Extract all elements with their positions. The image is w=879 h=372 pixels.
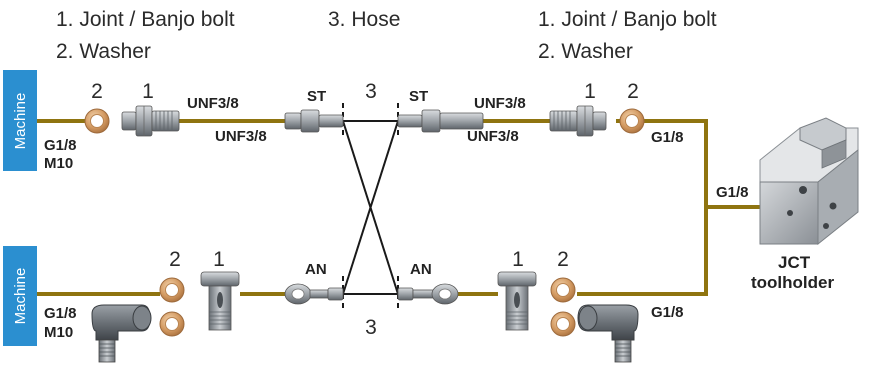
label-joint-bottom-left: 1 — [213, 248, 225, 271]
thread-bottom-left-g18: G1/8 — [44, 305, 77, 322]
jct-toolholder-image — [759, 117, 859, 246]
elbow-connector-bottom-right — [577, 304, 639, 363]
an-fitting-right — [397, 283, 459, 305]
thread-top-right-unf-lower: UNF3/8 — [467, 128, 519, 145]
washer-bottom-left-lower — [159, 311, 185, 337]
label-washer-top-right: 2 — [627, 80, 639, 103]
thread-top-right-unf-upper: UNF3/8 — [474, 95, 526, 112]
washer-top-left — [84, 108, 110, 134]
thread-top-left-unf-lower: UNF3/8 — [215, 128, 267, 145]
thread-top-left-g18: G1/8 — [44, 137, 77, 154]
washer-bottom-right-upper — [550, 277, 576, 303]
st-fitting-right — [397, 109, 484, 133]
banjo-bolt-bottom-left — [200, 271, 240, 331]
label-hose-top: 3 — [365, 80, 377, 103]
pipe-lines — [37, 119, 763, 296]
thread-bottom-an-right: AN — [410, 261, 432, 278]
machine-box-top: Machine — [3, 70, 37, 171]
label-joint-top-left: 1 — [142, 80, 154, 103]
an-fitting-left — [284, 283, 344, 305]
toolholder-label-line1: JCT — [778, 253, 811, 272]
thread-top-st-right: ST — [409, 88, 428, 105]
thread-bottom-an-left: AN — [305, 261, 327, 278]
thread-bottom-right-g18: G1/8 — [651, 304, 684, 321]
label-washer-bottom-right: 2 — [557, 248, 569, 271]
thread-top-left-m10: M10 — [44, 155, 73, 172]
banjo-bolt-bottom-right — [497, 271, 537, 331]
toolholder-label-line2: toolholder — [751, 273, 834, 292]
thread-toolholder-g18: G1/8 — [716, 184, 749, 201]
label-washer-top-left: 2 — [91, 80, 103, 103]
legend-left-joint: 1. Joint / Banjo bolt — [56, 8, 235, 31]
unf-joint-top-left — [121, 105, 180, 137]
thread-top-st-left: ST — [307, 88, 326, 105]
thread-bottom-left-m10: M10 — [44, 324, 73, 341]
label-joint-top-right: 1 — [584, 80, 596, 103]
machine-label-bottom: Machine — [12, 268, 29, 325]
legend-right-joint: 1. Joint / Banjo bolt — [538, 8, 717, 31]
machine-label-top: Machine — [12, 93, 29, 150]
label-washer-bottom-left: 2 — [169, 248, 181, 271]
thread-top-left-unf-upper: UNF3/8 — [187, 95, 239, 112]
unf-joint-top-right — [549, 105, 607, 137]
elbow-connector-bottom-left — [91, 304, 152, 363]
washer-top-right — [619, 108, 645, 134]
washer-bottom-right-lower — [550, 311, 576, 337]
washer-bottom-left-upper — [159, 277, 185, 303]
legend-hose: 3. Hose — [328, 8, 400, 31]
label-joint-bottom-right: 1 — [512, 248, 524, 271]
thread-top-right-g18: G1/8 — [651, 129, 684, 146]
legend-right-washer: 2. Washer — [538, 40, 633, 63]
hoses — [342, 120, 399, 295]
label-hose-bottom: 3 — [365, 316, 377, 339]
machine-box-bottom: Machine — [3, 246, 37, 346]
legend-left-washer: 2. Washer — [56, 40, 151, 63]
st-fitting-left — [284, 109, 344, 133]
